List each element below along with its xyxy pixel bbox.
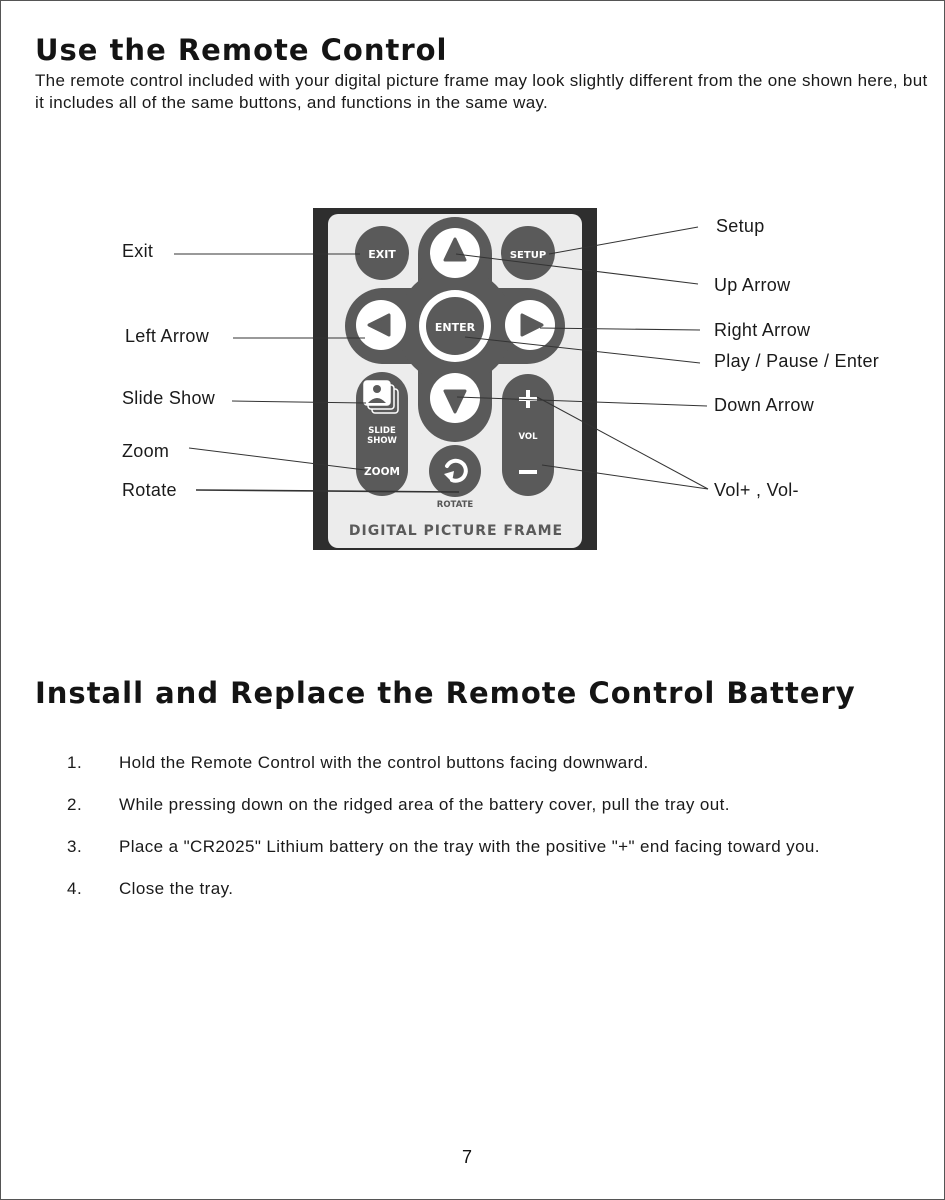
callout-play-pause-enter: Play / Pause / Enter bbox=[714, 351, 880, 371]
volume-pill bbox=[502, 374, 554, 496]
step-number: 1. bbox=[67, 753, 83, 772]
step-text: While pressing down on the ridged area o… bbox=[119, 795, 730, 814]
right-arrow-button[interactable] bbox=[505, 300, 555, 350]
callout-vol: Vol+ , Vol- bbox=[714, 480, 799, 500]
callout-up-arrow: Up Arrow bbox=[714, 275, 791, 295]
vol-label: VOL bbox=[518, 432, 538, 442]
section-title-battery: Install and Replace the Remote Control B… bbox=[35, 676, 856, 710]
enter-button[interactable]: ENTER bbox=[419, 290, 491, 362]
callout-lines bbox=[174, 226, 709, 493]
down-arrow-icon bbox=[443, 389, 467, 414]
exit-button-label: EXIT bbox=[368, 248, 396, 261]
up-arrow-button[interactable] bbox=[430, 228, 480, 278]
enter-button-label: ENTER bbox=[435, 321, 476, 334]
callout-slide-show: Slide Show bbox=[122, 388, 216, 408]
step-number: 4. bbox=[67, 879, 83, 898]
step-text: Close the tray. bbox=[119, 879, 234, 898]
down-arrow-button[interactable] bbox=[430, 373, 480, 423]
callout-zoom: Zoom bbox=[122, 441, 170, 461]
right-arrow-icon bbox=[520, 313, 544, 337]
rotate-icon bbox=[444, 458, 468, 483]
callout-exit: Exit bbox=[122, 241, 154, 261]
section-title-use-remote: Use the Remote Control bbox=[35, 33, 448, 67]
left-arrow-icon bbox=[367, 313, 391, 337]
intro-paragraph: The remote control included with your di… bbox=[35, 71, 928, 112]
callout-setup: Setup bbox=[716, 216, 765, 236]
slideshow-button[interactable]: SLIDE SHOW bbox=[363, 380, 399, 446]
setup-button[interactable]: SETUP bbox=[501, 226, 555, 280]
exit-button[interactable]: EXIT bbox=[355, 226, 409, 280]
callout-rotate: Rotate bbox=[122, 480, 177, 500]
step-text: Place a "CR2025" Lithium battery on the … bbox=[119, 837, 820, 856]
rotate-label: ROTATE bbox=[437, 500, 474, 510]
slideshow-label-line2: SHOW bbox=[367, 436, 397, 446]
left-arrow-button[interactable] bbox=[356, 300, 406, 350]
brand-label: DIGITAL PICTURE FRAME bbox=[349, 523, 563, 539]
page-number: 7 bbox=[462, 1147, 473, 1167]
zoom-button[interactable]: ZOOM bbox=[364, 466, 400, 478]
slideshow-label-line1: SLIDE bbox=[368, 426, 396, 436]
remote-control-diagram: EXIT SETUP ENTER bbox=[174, 208, 709, 550]
setup-button-label: SETUP bbox=[510, 250, 546, 261]
callout-left-arrow: Left Arrow bbox=[125, 326, 210, 346]
step-text: Hold the Remote Control with the control… bbox=[119, 753, 649, 772]
step-number: 3. bbox=[67, 837, 83, 856]
callout-right-arrow: Right Arrow bbox=[714, 320, 811, 340]
step-number: 2. bbox=[67, 795, 83, 814]
rotate-button[interactable] bbox=[429, 445, 481, 497]
slideshow-photo-icon bbox=[363, 380, 399, 414]
callout-down-arrow: Down Arrow bbox=[714, 395, 815, 415]
